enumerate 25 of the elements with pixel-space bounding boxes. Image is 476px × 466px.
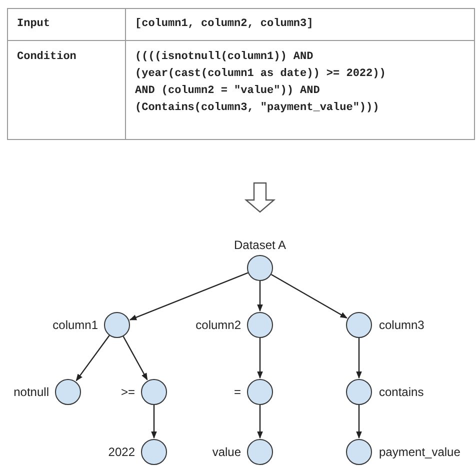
arrow <box>356 338 362 379</box>
node-label: Dataset A <box>234 238 286 252</box>
code-text: ((((isnotnull(column1)) AND (year(cast(column1 as date)) >= 2022)) AND (column2 = "value")) AND (Contains(column3, "payment_value"))) <box>126 41 475 140</box>
node-label: contains <box>379 385 424 399</box>
arrow <box>129 272 248 320</box>
node-label: column3 <box>379 318 424 332</box>
node-label: >= <box>120 385 135 399</box>
node-label: value <box>212 445 241 459</box>
arrow <box>356 405 362 439</box>
row-header: Condition <box>8 41 126 140</box>
node-label: 2022 <box>108 445 135 459</box>
node-label: = <box>234 385 241 399</box>
node-label: column2 <box>196 318 241 332</box>
arrow <box>76 335 110 382</box>
arrow <box>122 336 148 380</box>
arrow <box>257 338 263 379</box>
node-label: payment_value <box>379 445 460 459</box>
arrow <box>270 274 348 319</box>
node-label: notnull <box>14 385 49 399</box>
arrow <box>151 405 157 439</box>
arrow <box>257 405 263 439</box>
code-text: [column1, column2, column3] <box>126 9 475 41</box>
arrow <box>257 281 263 312</box>
node-label: column1 <box>52 318 98 332</box>
row-header: Input <box>8 9 126 41</box>
